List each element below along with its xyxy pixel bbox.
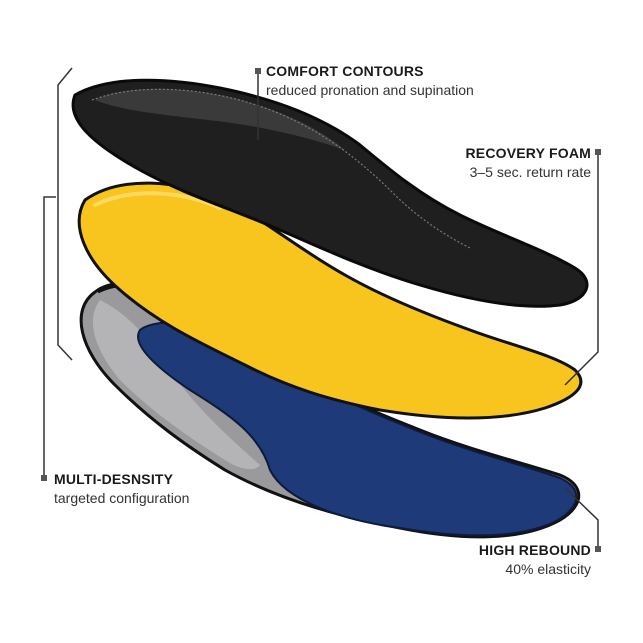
multi-density-subtitle: targeted configuration <box>54 489 190 506</box>
top-layer-group <box>71 78 589 308</box>
upper-left-bracket <box>57 67 73 361</box>
recovery-foam-subtitle: 3–5 sec. return rate <box>469 163 591 180</box>
lower-left-bracket <box>43 196 56 478</box>
top-layer-sheen <box>95 88 345 150</box>
middle-layer-highlight <box>93 191 222 210</box>
top-layer <box>71 78 589 308</box>
recovery-foam-callout: RECOVERY FOAM 3–5 sec. return rate <box>391 144 591 182</box>
high-rebound-title: HIGH REBOUND <box>478 542 591 558</box>
multi-density-title: MULTI-DESNSITY <box>54 471 174 487</box>
top-layer-stitching <box>91 88 471 249</box>
comfort-contours-subtitle: reduced pronation and supination <box>266 81 474 98</box>
high-rebound-marker <box>595 546 601 552</box>
high-rebound-leader <box>564 487 599 549</box>
comfort-contours-title: COMFORT CONTOURS <box>266 63 424 79</box>
high-rebound-subtitle: 40% elasticity <box>505 560 591 577</box>
multi-density-callout: MULTI-DESNSITY targeted configuration <box>54 470 189 508</box>
high-rebound-callout: HIGH REBOUND 40% elasticity <box>391 541 591 579</box>
base-shell-shadow <box>92 300 260 470</box>
recovery-foam-title: RECOVERY FOAM <box>465 145 591 161</box>
comfort-contours-marker <box>255 68 261 74</box>
recovery-foam-leader <box>564 152 599 386</box>
comfort-contours-callout: COMFORT CONTOURS reduced pronation and s… <box>266 62 474 100</box>
multi-density-marker <box>41 475 47 481</box>
recovery-foam-marker <box>595 149 601 155</box>
